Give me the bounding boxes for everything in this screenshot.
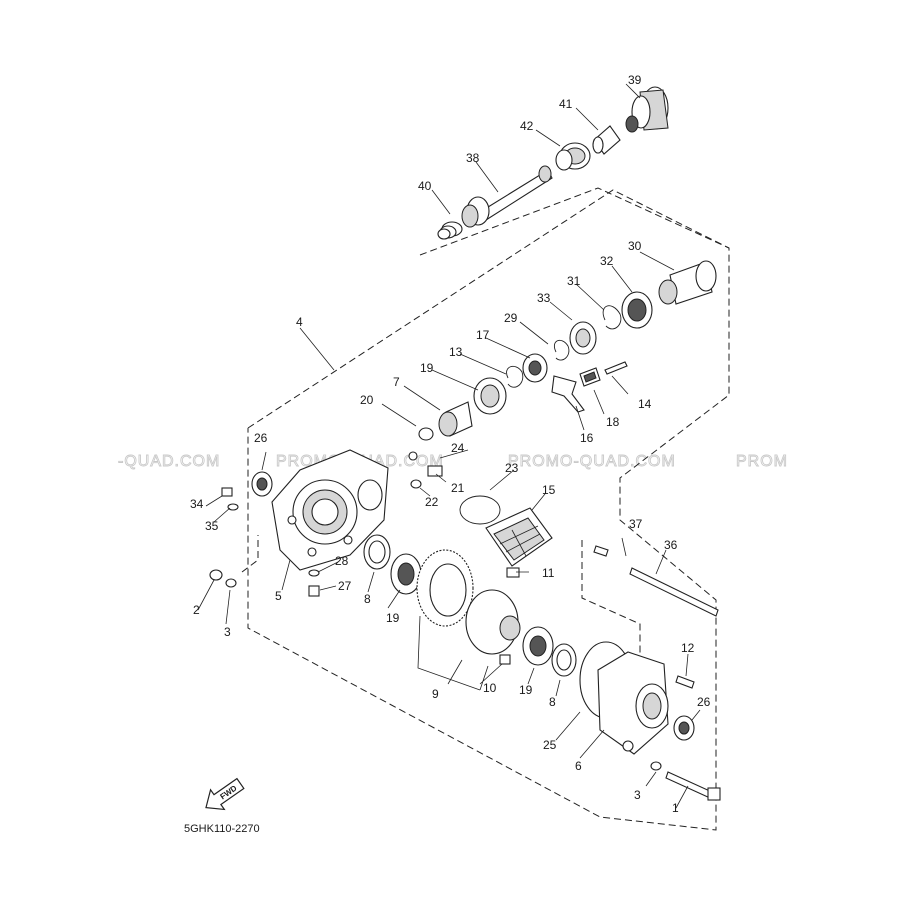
callout-5: 5 bbox=[275, 589, 282, 603]
callout-21: 21 bbox=[451, 481, 465, 495]
actuator-block-18 bbox=[579, 367, 601, 387]
bolt-1-washer-3 bbox=[650, 761, 721, 801]
shim-8-left bbox=[363, 534, 391, 570]
callout-40: 40 bbox=[418, 179, 432, 193]
callout-39: 39 bbox=[628, 73, 642, 87]
breather-34-35 bbox=[221, 487, 239, 511]
callout-8-left: 8 bbox=[364, 592, 371, 606]
bearing-32 bbox=[621, 291, 653, 329]
bearing-19-right bbox=[522, 626, 554, 666]
bearing-42 bbox=[555, 142, 591, 171]
shift-fork-16 bbox=[551, 375, 585, 413]
callout-41: 41 bbox=[559, 97, 573, 111]
o-ring-23 bbox=[459, 495, 501, 525]
group-outline-shaft bbox=[419, 187, 730, 256]
forward-arrow-icon: FWD bbox=[205, 777, 245, 811]
drive-pinion-30 bbox=[658, 260, 717, 305]
callout-3-left: 3 bbox=[224, 625, 231, 639]
bolt-11 bbox=[506, 567, 520, 578]
callout-15: 15 bbox=[542, 483, 556, 497]
callout-14: 14 bbox=[638, 397, 652, 411]
callout-12: 12 bbox=[681, 641, 695, 655]
drain-27-28 bbox=[308, 569, 320, 597]
callout-28: 28 bbox=[335, 554, 349, 568]
oil-seal-26-left bbox=[251, 471, 273, 497]
callout-35: 35 bbox=[205, 519, 219, 533]
callout-1: 1 bbox=[672, 801, 679, 815]
leader-lines bbox=[197, 83, 701, 809]
watermark-right: PROMO-QUAD.COM bbox=[508, 453, 676, 470]
callout-27: 27 bbox=[338, 579, 352, 593]
oil-seal-26-right bbox=[673, 715, 695, 741]
callout-8-right: 8 bbox=[549, 695, 556, 709]
differential-housing-5 bbox=[271, 449, 389, 571]
bearing-19-upper bbox=[473, 377, 507, 415]
callout-29: 29 bbox=[504, 311, 518, 325]
callout-23: 23 bbox=[505, 461, 519, 475]
callout-36: 36 bbox=[664, 538, 678, 552]
pin-14 bbox=[604, 361, 628, 375]
actuator-motor-15 bbox=[485, 507, 553, 567]
callout-38: 38 bbox=[466, 151, 480, 165]
gear-case-cover-6 bbox=[597, 651, 669, 755]
callout-30: 30 bbox=[628, 239, 642, 253]
sensor-21-22-24 bbox=[408, 451, 443, 489]
group-outline-left bbox=[241, 535, 259, 573]
callout-34: 34 bbox=[190, 497, 204, 511]
callout-19-upper: 19 bbox=[420, 361, 434, 375]
callout-19-left: 19 bbox=[386, 611, 400, 625]
callout-3-right: 3 bbox=[634, 788, 641, 802]
circlip-31 bbox=[602, 305, 622, 330]
ring-gear-9 bbox=[416, 549, 474, 627]
callout-19-right: 19 bbox=[519, 683, 533, 697]
bolt-12 bbox=[675, 675, 695, 689]
watermark-edge: PROM bbox=[736, 453, 788, 470]
callout-37: 37 bbox=[629, 517, 643, 531]
bearing-19-left bbox=[390, 553, 422, 595]
collar-17 bbox=[522, 353, 548, 383]
callout-2: 2 bbox=[193, 603, 200, 617]
callout-24: 24 bbox=[451, 441, 465, 455]
coupling-gear-39 bbox=[625, 86, 669, 133]
pin-37 bbox=[593, 545, 609, 557]
pinion-gear-7 bbox=[438, 401, 473, 437]
shim-8-right bbox=[551, 643, 577, 677]
callout-42: 42 bbox=[520, 119, 534, 133]
callout-13: 13 bbox=[449, 345, 463, 359]
callout-6: 6 bbox=[575, 759, 582, 773]
callout-26-left: 26 bbox=[254, 431, 268, 445]
callout-33: 33 bbox=[537, 291, 551, 305]
watermark-left: -QUAD.COM bbox=[118, 453, 220, 470]
differential-case-9 bbox=[465, 589, 521, 665]
diagram-code: 5GHK110-2270 bbox=[184, 823, 260, 835]
callout-7: 7 bbox=[393, 375, 400, 389]
callout-20: 20 bbox=[360, 393, 374, 407]
pin-36 bbox=[629, 567, 719, 617]
callout-11: 11 bbox=[542, 566, 555, 580]
spring-40 bbox=[437, 221, 463, 240]
callout-17: 17 bbox=[476, 328, 490, 342]
callout-18: 18 bbox=[606, 415, 620, 429]
callout-31: 31 bbox=[567, 274, 581, 288]
circlip-13 bbox=[506, 365, 524, 388]
bushing-41 bbox=[592, 125, 621, 155]
callout-22: 22 bbox=[425, 495, 439, 509]
callout-10: 10 bbox=[483, 681, 497, 695]
callout-9: 9 bbox=[432, 687, 439, 701]
callout-32: 32 bbox=[600, 254, 614, 268]
callout-16: 16 bbox=[580, 431, 594, 445]
washers-2-3-left bbox=[209, 569, 237, 588]
callout-25: 25 bbox=[543, 738, 557, 752]
shim-20 bbox=[418, 427, 434, 441]
bearing-33 bbox=[569, 321, 597, 355]
callout-4: 4 bbox=[296, 315, 303, 329]
group-outline-main bbox=[247, 189, 730, 831]
circlip-29 bbox=[554, 339, 570, 361]
callout-26-right: 26 bbox=[697, 695, 711, 709]
drive-shaft-38 bbox=[461, 165, 553, 228]
